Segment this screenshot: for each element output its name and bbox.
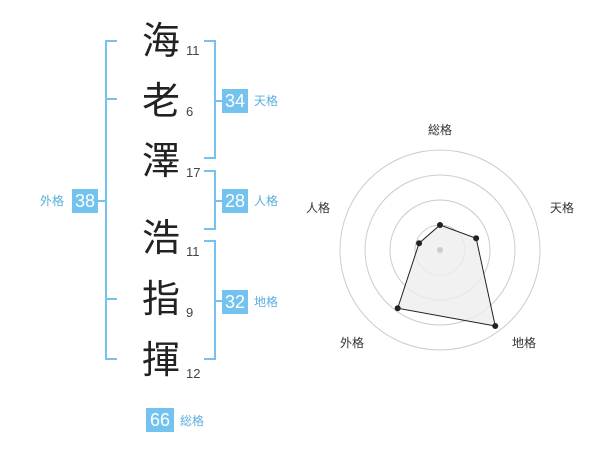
radar-center-dot (437, 247, 443, 253)
name-char-2: 老 (141, 79, 180, 123)
gaikaku-label: 外格 (40, 194, 65, 208)
gaikaku-value: 38 (72, 189, 98, 213)
radar-point (473, 235, 480, 242)
stroke-count-5: 9 (186, 305, 194, 320)
jinkaku-label: 人格 (254, 194, 279, 208)
name-char-1: 海 (141, 19, 180, 63)
tenkaku-label: 天格 (254, 94, 279, 108)
radar-label-gaikaku: 外格 (340, 335, 364, 350)
chikaku-value: 32 (222, 290, 248, 314)
name-char-5: 指 (141, 277, 180, 321)
radar-point (394, 305, 401, 312)
jinkaku-value: 28 (222, 189, 248, 213)
tenkaku-value: 34 (222, 89, 248, 113)
name-char-3: 澤 (141, 139, 180, 183)
radar-label-jinkaku: 人格 (306, 200, 330, 215)
radar-label-soukaku: 総格 (428, 122, 452, 137)
stroke-count-1: 11 (186, 43, 200, 58)
radar-grid-ring (364, 174, 516, 326)
soukaku-value: 66 (146, 408, 174, 432)
name-char-4: 浩 (141, 216, 180, 260)
stroke-count-2: 6 (186, 104, 194, 119)
radar-label-chikaku: 地格 (512, 335, 536, 350)
chikaku-label: 地格 (254, 295, 279, 309)
radar-label-tenkaku: 天格 (550, 200, 574, 215)
radar-point (492, 323, 499, 330)
radar-grid-ring (339, 149, 541, 351)
radar-polygon (397, 224, 496, 327)
radar-points (394, 222, 499, 330)
radar-point (437, 222, 443, 228)
name-char-6: 揮 (141, 338, 180, 382)
stroke-count-6: 12 (186, 366, 201, 381)
stroke-count-4: 11 (186, 244, 200, 259)
radar-point (416, 240, 423, 247)
soukaku-label: 総格 (180, 414, 205, 428)
stroke-count-3: 17 (186, 165, 201, 180)
